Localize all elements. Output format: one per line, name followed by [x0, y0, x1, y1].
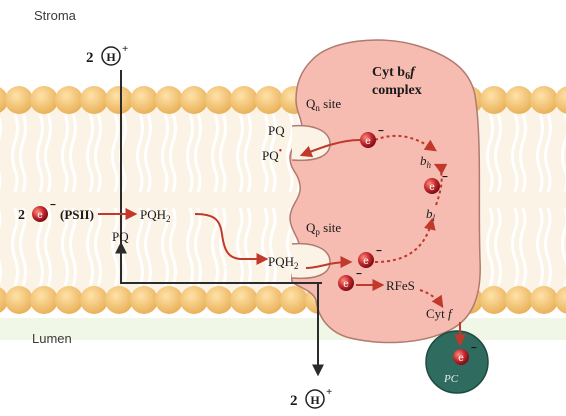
- lipid-head: [30, 86, 58, 114]
- qn-site-label: Qn site: [306, 96, 341, 113]
- pq-top-label: PQ: [268, 123, 285, 138]
- pqh2-left-label: PQH2: [140, 207, 171, 224]
- lipid-head: [230, 86, 258, 114]
- lipid-head: [255, 286, 283, 314]
- psii-label: (PSII): [60, 207, 94, 222]
- electron-charge: −: [471, 343, 477, 354]
- lipid-head: [505, 286, 533, 314]
- complex-title: Cyt b6f: [372, 65, 416, 82]
- lipid-head: [480, 286, 508, 314]
- pc-label: PC: [443, 373, 459, 385]
- lipid-head: [55, 86, 83, 114]
- proton-symbol: H: [310, 393, 320, 407]
- qp-site-label: Qp site: [306, 220, 341, 237]
- lipid-head: [5, 86, 33, 114]
- lipid-head: [5, 286, 33, 314]
- electron-charge: −: [378, 126, 384, 137]
- lipid-head: [230, 286, 258, 314]
- electron-symbol: e: [458, 353, 464, 364]
- lipid-head: [280, 286, 308, 314]
- lipid-head: [180, 86, 208, 114]
- electron-symbol: e: [343, 279, 349, 290]
- thylakoid-membrane: [0, 86, 566, 314]
- stroma-region: [0, 0, 566, 70]
- lipid-head: [480, 86, 508, 114]
- stroma-label: Stroma: [34, 8, 77, 23]
- pqh2-qp-label: PQH2: [268, 254, 299, 271]
- electron-symbol: e: [365, 136, 371, 147]
- pq-left-label: PQ: [112, 229, 129, 244]
- proton-top-count: 2: [86, 50, 94, 66]
- lipid-head: [155, 86, 183, 114]
- electron-charge: −: [50, 200, 56, 211]
- lumen-tint: [0, 318, 566, 340]
- electron-symbol: e: [37, 210, 43, 221]
- lipid-head: [530, 286, 558, 314]
- lipid-head: [55, 286, 83, 314]
- lumen-label: Lumen: [32, 331, 72, 346]
- lipid-head: [155, 286, 183, 314]
- proton-charge: +: [326, 386, 332, 398]
- lipid-head: [255, 86, 283, 114]
- lipid-head: [505, 86, 533, 114]
- rfes-label: RFeS: [386, 278, 415, 293]
- proton-symbol: H: [106, 50, 116, 64]
- electron-charge: −: [376, 246, 382, 257]
- lipid-head: [530, 86, 558, 114]
- lipid-head: [180, 286, 208, 314]
- proton-bottom-count: 2: [290, 393, 298, 409]
- lipid-head: [80, 86, 108, 114]
- proton-charge: +: [122, 43, 128, 55]
- complex-subtitle: complex: [372, 83, 422, 98]
- lipid-head: [130, 286, 158, 314]
- lipid-head: [130, 86, 158, 114]
- cytf-label: Cyt f: [426, 306, 454, 321]
- electron-charge: −: [356, 269, 362, 280]
- lipid-head: [30, 286, 58, 314]
- lipid-head: [80, 286, 108, 314]
- electron-charge: −: [442, 172, 448, 183]
- lipid-head: [205, 286, 233, 314]
- lipid-head: [105, 86, 133, 114]
- electron-symbol: e: [429, 182, 435, 193]
- electron-symbol: e: [363, 256, 369, 267]
- lipid-head: [205, 86, 233, 114]
- lipid-head: [105, 286, 133, 314]
- psii-count: 2: [18, 208, 25, 223]
